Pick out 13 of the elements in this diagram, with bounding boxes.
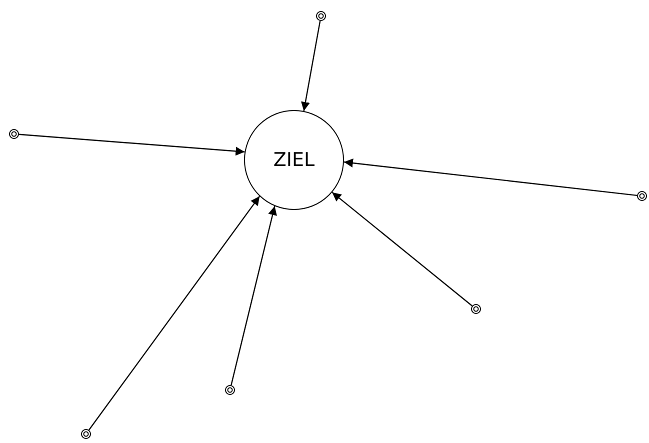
arrow — [344, 158, 638, 196]
bullseye-point — [81, 429, 91, 439]
bullseye-point — [471, 304, 481, 314]
arrow — [88, 196, 260, 430]
bullseye-point — [316, 11, 326, 21]
goal-label: ZIEL — [273, 149, 315, 171]
bullseye-point — [637, 191, 647, 201]
arrow — [18, 134, 245, 156]
arrow — [230, 206, 277, 386]
bullseye-point — [9, 129, 19, 139]
arrow — [332, 192, 472, 306]
bullseye-point — [225, 385, 235, 395]
arrow — [301, 20, 321, 112]
